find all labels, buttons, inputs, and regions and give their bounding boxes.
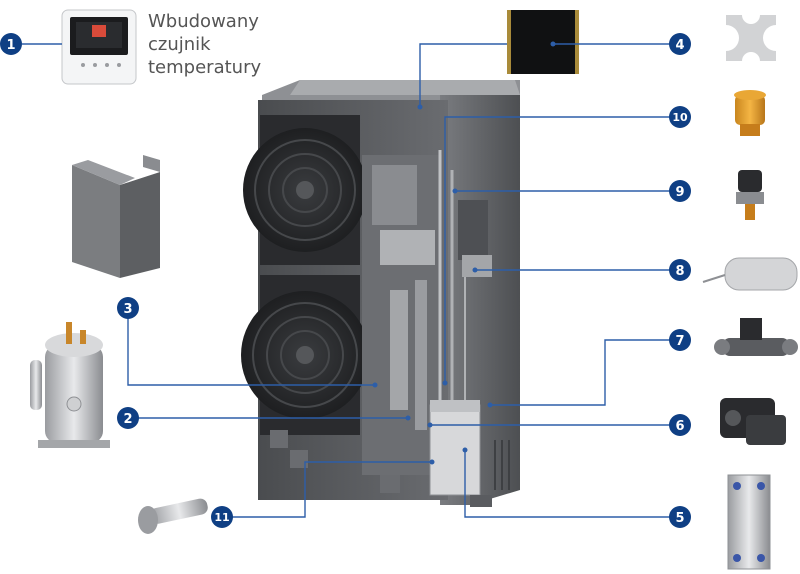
pump-icon (720, 398, 786, 445)
compressor-icon (30, 322, 110, 448)
svg-text:6: 6 (675, 419, 684, 434)
badge-4: 4 (669, 33, 691, 55)
svg-text:11: 11 (214, 511, 229, 524)
outdoor-unit (241, 80, 520, 507)
leader-4b (419, 43, 507, 107)
heater-icon (702, 257, 798, 291)
svg-text:4: 4 (675, 38, 684, 53)
filter-pad-icon (507, 10, 579, 74)
leader-3 (127, 305, 375, 386)
controller-icon (61, 9, 137, 85)
cover-icon (72, 155, 160, 278)
leader-11 (222, 461, 432, 518)
badges: 1 2 3 4 5 6 7 8 9 10 11 (0, 33, 691, 528)
badge-2: 2 (117, 407, 139, 429)
fan-lower (241, 275, 369, 435)
gasket-icon (713, 6, 789, 70)
fan-upper (243, 115, 367, 265)
badge-7: 7 (669, 329, 691, 351)
air-vent-valve-icon (734, 90, 766, 136)
svg-text:3: 3 (123, 302, 132, 317)
svg-text:2: 2 (123, 412, 132, 427)
svg-text:7: 7 (675, 334, 684, 349)
leader-5 (464, 450, 680, 518)
svg-text:10: 10 (672, 111, 688, 124)
badge-9: 9 (669, 180, 691, 202)
svg-text:8: 8 (675, 264, 684, 279)
caption-line-3: temperatury (148, 57, 262, 78)
caption-line-1: Wbudowany (148, 11, 259, 32)
badge-10: 10 (669, 106, 691, 128)
badge-6: 6 (669, 414, 691, 436)
caption-line-2: czujnik (148, 34, 211, 55)
leader-lines (22, 43, 680, 518)
leader-10 (444, 116, 680, 383)
badge-1: 1 (0, 33, 22, 55)
badge-11: 11 (211, 506, 233, 528)
leader-endpoints (372, 41, 556, 465)
leader-7 (490, 339, 680, 406)
badge-8: 8 (669, 259, 691, 281)
badge-3: 3 (117, 297, 139, 319)
heat-exchanger-in-unit (429, 404, 481, 496)
flow-switch-icon (714, 318, 798, 356)
svg-text:1: 1 (6, 38, 15, 53)
pressure-sensor-icon (736, 170, 764, 220)
sensor-probe-icon (138, 498, 208, 534)
temperature-sensor-caption: Wbudowany czujnik temperatury (148, 10, 261, 79)
svg-text:5: 5 (675, 511, 684, 526)
plate-heat-exchanger-icon (727, 474, 771, 570)
svg-text:9: 9 (675, 185, 684, 200)
badge-5: 5 (669, 506, 691, 528)
